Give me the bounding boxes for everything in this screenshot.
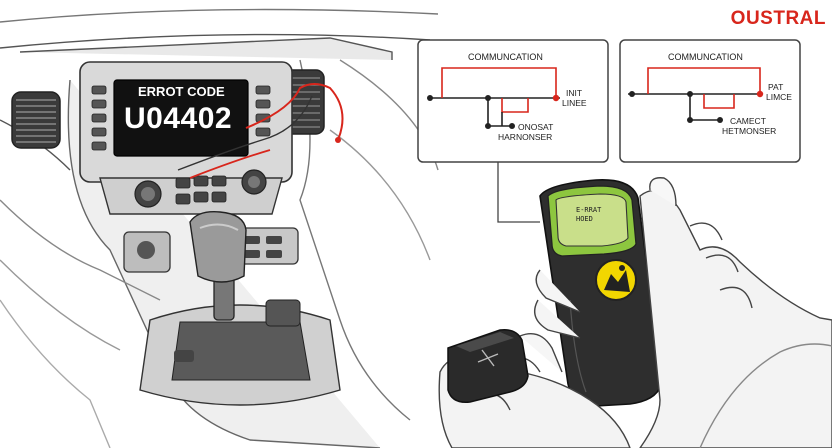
diagram-right-label-bottom-1: CAMECT	[730, 116, 766, 126]
display-heading: ERROT CODE	[138, 84, 225, 99]
climate-panel	[99, 169, 283, 215]
wiring-diagram-right	[619, 39, 801, 163]
connector-plug-icon	[447, 328, 529, 403]
scanner-screen-line-1: E-RRAT	[576, 206, 602, 214]
right-hand	[534, 177, 832, 448]
diagram-right-label-top-2: LIMCE	[766, 92, 792, 102]
error-code: U04402	[124, 102, 233, 135]
diagram-left-label-top-1: INIT	[566, 88, 583, 98]
gear-shifter-icon	[139, 211, 341, 406]
error-display	[113, 79, 249, 157]
hazard-badge-icon	[595, 259, 637, 301]
diagram-connector-line	[497, 162, 540, 223]
diagnostic-wire	[177, 83, 344, 179]
wiring-diagram-left	[417, 39, 609, 163]
diagram-right-label-top-1: PAT	[768, 82, 784, 92]
diagram-left-label-bottom-1: ONOSAT	[518, 122, 554, 132]
left-air-vent-icon	[11, 91, 61, 149]
diagram-right-title: COMMUNCATION	[668, 52, 743, 62]
scanner-screen-line-2: HOED	[576, 215, 593, 223]
diagram-right-label-bottom-2: HETMONSER	[722, 126, 777, 136]
brand-logo: OUSTRAL	[730, 8, 826, 29]
diagram-left-title: COMMUNCATION	[468, 52, 543, 62]
diagram-left-label-top-2: LINEE	[562, 98, 587, 108]
diagram-left-label-bottom-2: HARNONSER	[498, 132, 553, 142]
